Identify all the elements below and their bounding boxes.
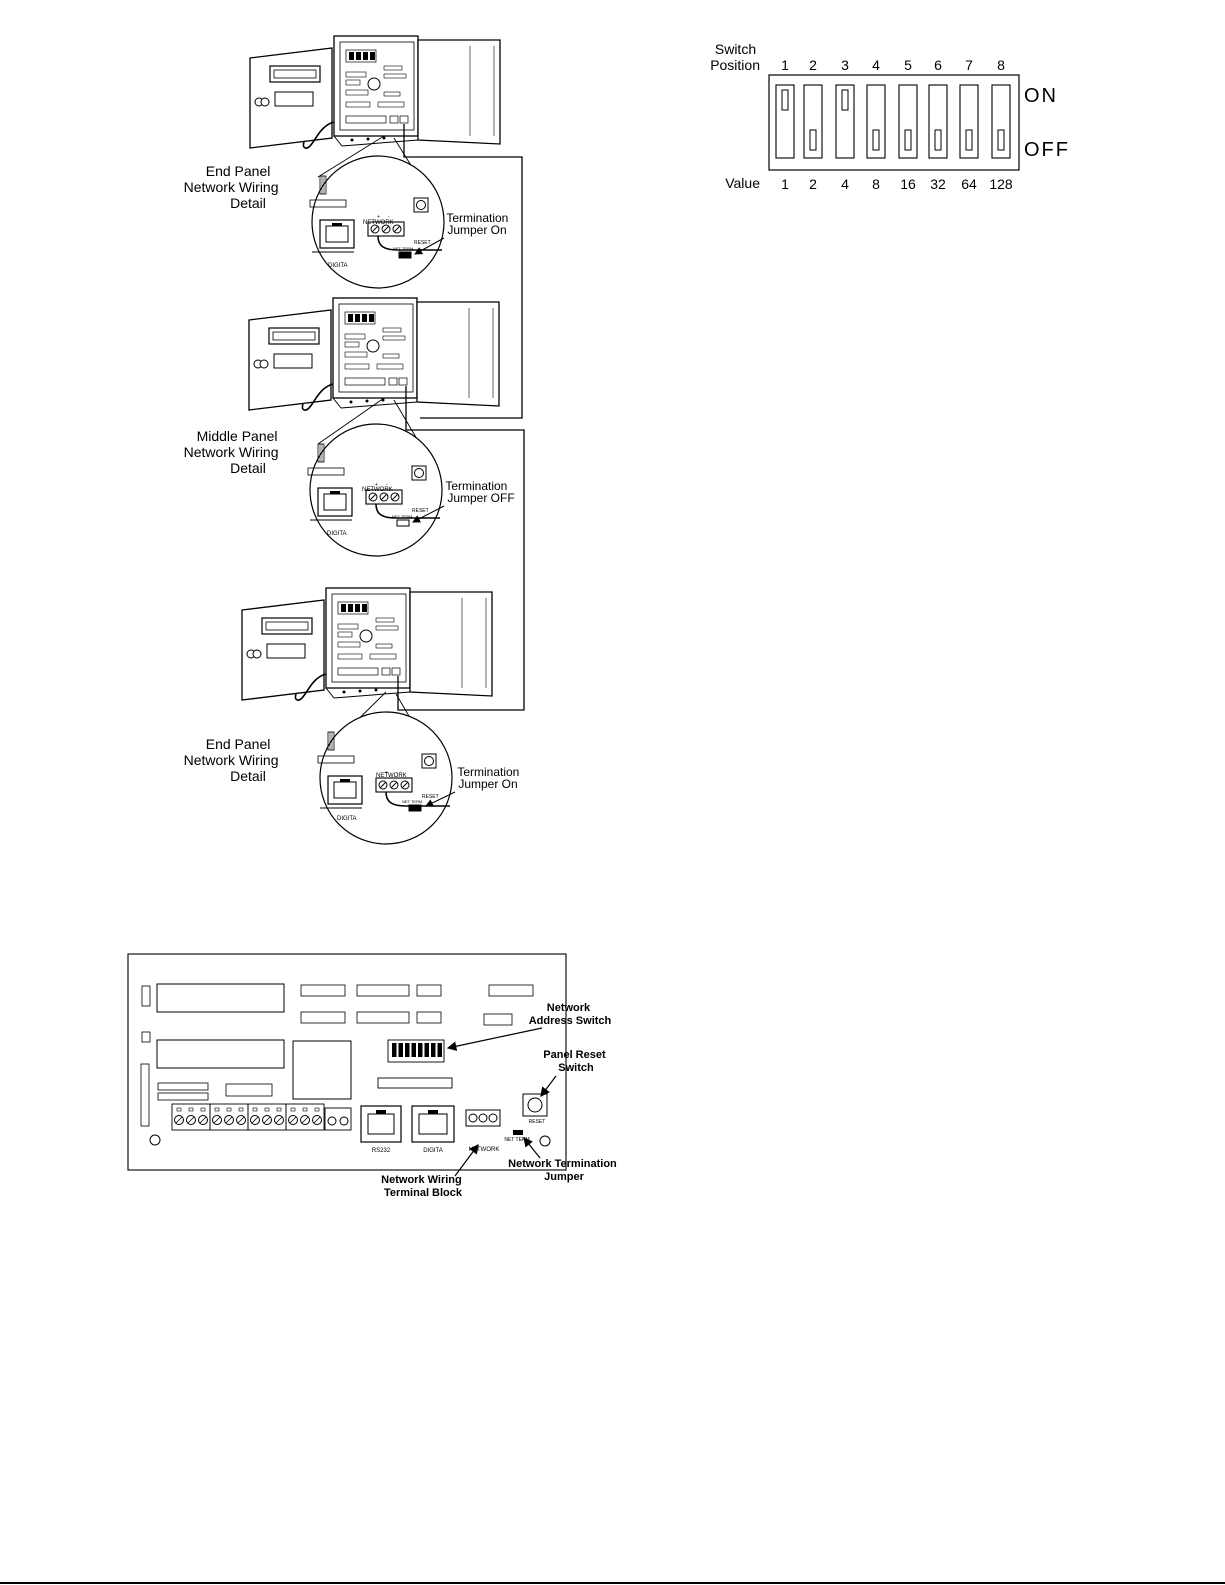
panel-1-group: NETWORK DIGITA RESET NET TERM End Panel … — [184, 35, 511, 289]
dip-position-label: Switch Position — [710, 41, 760, 73]
panel-2-caption: Middle Panel Network Wiring Detail — [184, 428, 283, 476]
panel-3-termination-jumper — [408, 804, 422, 812]
panel-2-term-label: NET TERM — [392, 514, 412, 519]
dip-value-1: 1 — [781, 176, 789, 192]
dip-value-6: 32 — [930, 176, 946, 192]
panel-3-jumper-label: Termination Jumper On — [457, 765, 522, 791]
board-network-address-switch — [387, 1039, 445, 1063]
panel-2-enclosure — [248, 297, 500, 411]
panel-2-termination-jumper — [396, 519, 410, 527]
panel-2-reset-label: RESET — [412, 508, 429, 514]
dip-value-label: Value — [725, 175, 760, 191]
board-outline — [127, 953, 567, 1171]
dip-position-2: 2 — [809, 57, 817, 73]
board-digita-label: DIGITA — [423, 1148, 443, 1154]
panel-3-jumper-arrow — [425, 791, 456, 807]
dip-value-5: 16 — [900, 176, 916, 192]
dip-toggle-6 — [928, 84, 948, 159]
panel-2-jumper-label: Termination Jumper OFF — [445, 479, 514, 505]
dip-toggle-1 — [775, 84, 795, 159]
board-dip-segment — [392, 1043, 397, 1057]
callout-panel-reset-switch: Panel Reset Switch — [543, 1049, 608, 1074]
dip-value-numbers: 1 2 4 8 16 32 64 128 — [781, 176, 1013, 192]
callout-network-address-switch: Network Address Switch — [529, 1002, 612, 1027]
panel-1-term-label: NET TERM — [393, 246, 413, 251]
dip-on-label: ON — [1024, 85, 1058, 107]
panel-2-group: NETWORK DIGITA RESET NET TERM Middle Pan… — [184, 297, 515, 557]
panel-1-connector-label: DIGITA — [328, 263, 348, 269]
dip-value-2: 2 — [809, 176, 817, 192]
dip-position-numbers: 1 2 3 4 5 6 7 8 — [781, 57, 1005, 73]
network-cable-2-to-3 — [397, 386, 525, 711]
panel-2-jumper-arrow — [412, 505, 445, 523]
panel-1-jumper-label: Termination Jumper On — [446, 211, 511, 237]
board-reset-switch — [522, 1093, 548, 1117]
dip-toggle-8 — [991, 84, 1011, 159]
callout-network-termination-jumper: Network Termination Jumper — [508, 1158, 620, 1183]
dip-toggle-3 — [835, 84, 855, 159]
board-term-label: NET TERM — [504, 1137, 529, 1143]
panel-3-caption: End Panel Network Wiring Detail — [184, 736, 283, 784]
panel-1-caption: End Panel Network Wiring Detail — [184, 163, 283, 211]
panel-3-connector-label: DIGITA — [337, 816, 357, 822]
dip-toggle-7 — [959, 84, 979, 159]
board-input-terminal-block — [285, 1103, 325, 1131]
board-termination-jumper — [513, 1130, 523, 1135]
panel-2-connector-label: DIGITA — [327, 531, 347, 537]
board-dip-segment — [398, 1043, 403, 1057]
dip-value-3: 4 — [841, 176, 849, 192]
dip-toggles — [775, 84, 1011, 159]
panel-1-network-label: NETWORK — [363, 220, 394, 226]
board-reset-label: RESET — [529, 1119, 546, 1125]
network-cable-1-to-2 — [403, 124, 523, 419]
board-network-terminal-block — [465, 1109, 501, 1127]
board-network-label: NETWORK — [469, 1147, 500, 1153]
board-rs232-label: RS232 — [372, 1148, 391, 1154]
dip-toggle-2 — [803, 84, 823, 159]
dip-off-label: OFF — [1024, 139, 1070, 161]
dip-position-5: 5 — [904, 57, 912, 73]
dip-position-3: 3 — [841, 57, 849, 73]
dip-position-1: 1 — [781, 57, 789, 73]
dip-position-7: 7 — [965, 57, 973, 73]
panel-3-term-label: NET TERM — [402, 799, 422, 804]
panel-3-enclosure — [241, 587, 493, 701]
board-dip-segment — [437, 1043, 442, 1057]
board-dip-segment — [411, 1043, 416, 1057]
board-dip-segment — [418, 1043, 423, 1057]
panel-1-enclosure — [249, 35, 501, 149]
dip-value-4: 8 — [872, 176, 880, 192]
callout-network-wiring-terminal-block: Network Wiring Terminal Block — [381, 1174, 465, 1199]
dip-toggle-5 — [898, 84, 918, 159]
board-dip-segment — [431, 1043, 436, 1057]
dip-position-6: 6 — [934, 57, 942, 73]
panel-2-network-label: NETWORK — [362, 487, 393, 493]
panel-1-termination-jumper — [398, 251, 412, 259]
panel-1-jumper-arrow — [414, 237, 445, 255]
dip-value-7: 64 — [961, 176, 977, 192]
dip-value-8: 128 — [989, 176, 1013, 192]
dip-toggle-4 — [866, 84, 886, 159]
board-dip-segment — [424, 1043, 429, 1057]
panel-3-reset-label: RESET — [422, 794, 439, 800]
board-dip-segment — [405, 1043, 410, 1057]
dip-position-8: 8 — [997, 57, 1005, 73]
dip-position-4: 4 — [872, 57, 880, 73]
board-layout-diagram: RS232 DIGITA NETWORK NET TERM RESET Netw… — [127, 953, 620, 1199]
panel-1-reset-label: RESET — [414, 240, 431, 246]
panel-3-group: NETWORK DIGITA RESET NET TERM End Panel … — [184, 587, 522, 845]
panel-3-network-label: NETWORK — [376, 773, 407, 779]
